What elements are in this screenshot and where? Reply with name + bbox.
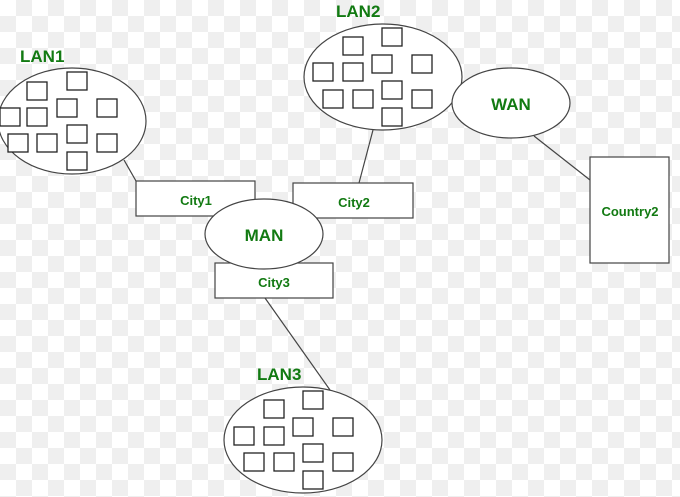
- country2-box: [589, 156, 670, 264]
- lan2-label: LAN2: [336, 2, 380, 21]
- computer-icon: [352, 89, 374, 109]
- computer-icon: [371, 54, 393, 74]
- man: MAN: [204, 198, 324, 270]
- city2-node: City2: [292, 182, 414, 219]
- country2-node: Country2: [589, 156, 670, 264]
- computer-icon: [66, 71, 88, 91]
- lan3: LAN3: [223, 365, 383, 494]
- link-lan2-city2: [358, 129, 374, 184]
- city3-label: City3: [258, 275, 290, 290]
- city2-box: [292, 182, 414, 219]
- computer-icon: [332, 452, 354, 472]
- computer-icon: [233, 426, 255, 446]
- computer-icon: [322, 89, 344, 109]
- computer-icon: [26, 107, 48, 127]
- lan1-label: LAN1: [20, 47, 64, 66]
- computer-icon: [381, 80, 403, 100]
- wan-ellipse: [451, 67, 571, 139]
- computer-icon: [0, 107, 21, 127]
- wan: WAN: [451, 67, 571, 139]
- link-lan1-city1: [123, 159, 137, 182]
- city1-label: City1: [180, 193, 212, 208]
- computer-icon: [411, 54, 433, 74]
- computer-icon: [302, 470, 324, 490]
- computer-icon: [263, 399, 285, 419]
- link-city3-lan3: [264, 297, 331, 391]
- link-wan-country2: [533, 135, 591, 181]
- computer-icon: [302, 443, 324, 463]
- lan1: LAN1: [0, 47, 147, 175]
- lan3-label: LAN3: [257, 365, 301, 384]
- computer-icon: [292, 417, 314, 437]
- computer-icon: [302, 390, 324, 410]
- computer-icon: [332, 417, 354, 437]
- computer-icon: [312, 62, 334, 82]
- computer-icon: [381, 107, 403, 127]
- computer-icon: [26, 81, 48, 101]
- country2-label: Country2: [601, 204, 658, 219]
- computer-icon: [381, 27, 403, 47]
- computer-icon: [56, 98, 78, 118]
- computer-icon: [96, 98, 118, 118]
- computer-icon: [342, 62, 364, 82]
- computer-icon: [96, 133, 118, 153]
- city2-label: City2: [338, 195, 370, 210]
- computer-icon: [243, 452, 265, 472]
- lan2: LAN2: [303, 2, 463, 131]
- computer-icon: [66, 151, 88, 171]
- computer-icon: [66, 124, 88, 144]
- man-ellipse: [204, 198, 324, 270]
- wan-label: WAN: [491, 95, 531, 114]
- man-label: MAN: [245, 226, 284, 245]
- computer-icon: [411, 89, 433, 109]
- computer-icon: [7, 133, 29, 153]
- computer-icon: [342, 36, 364, 56]
- computer-icon: [263, 426, 285, 446]
- computer-icon: [273, 452, 295, 472]
- computer-icon: [36, 133, 58, 153]
